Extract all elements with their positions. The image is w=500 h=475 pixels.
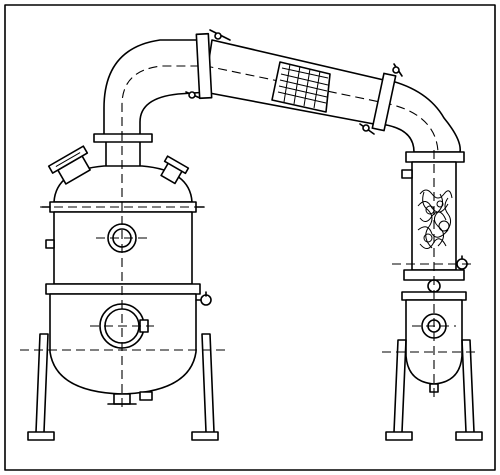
left-foot bbox=[27, 431, 55, 441]
left-leg bbox=[35, 333, 49, 433]
main-evaporator-vessel bbox=[20, 132, 226, 441]
receiver-right-foot bbox=[455, 431, 483, 441]
drawing-frame bbox=[4, 4, 496, 471]
neck-flange bbox=[93, 133, 153, 143]
top-left-nozzle bbox=[47, 145, 91, 185]
right-foot bbox=[191, 431, 219, 441]
jacket-valve bbox=[195, 291, 212, 306]
column-top-flange bbox=[405, 151, 465, 163]
right-leg bbox=[201, 333, 215, 433]
receiver-left-foot bbox=[385, 431, 413, 441]
receiver-right-leg bbox=[461, 339, 475, 433]
vapor-pipe bbox=[103, 29, 461, 153]
pipe-flange-right bbox=[371, 72, 397, 132]
top-right-nozzle bbox=[160, 155, 190, 185]
column-valve bbox=[455, 255, 469, 270]
separator-column bbox=[382, 150, 483, 441]
pipe-flange-left bbox=[195, 32, 213, 100]
vessel-neck bbox=[105, 139, 141, 169]
bottom-outlet-2 bbox=[139, 391, 153, 401]
receiver-left-leg bbox=[393, 339, 407, 433]
jacket-flange bbox=[45, 283, 201, 295]
demister-pad-pipe bbox=[271, 61, 331, 113]
